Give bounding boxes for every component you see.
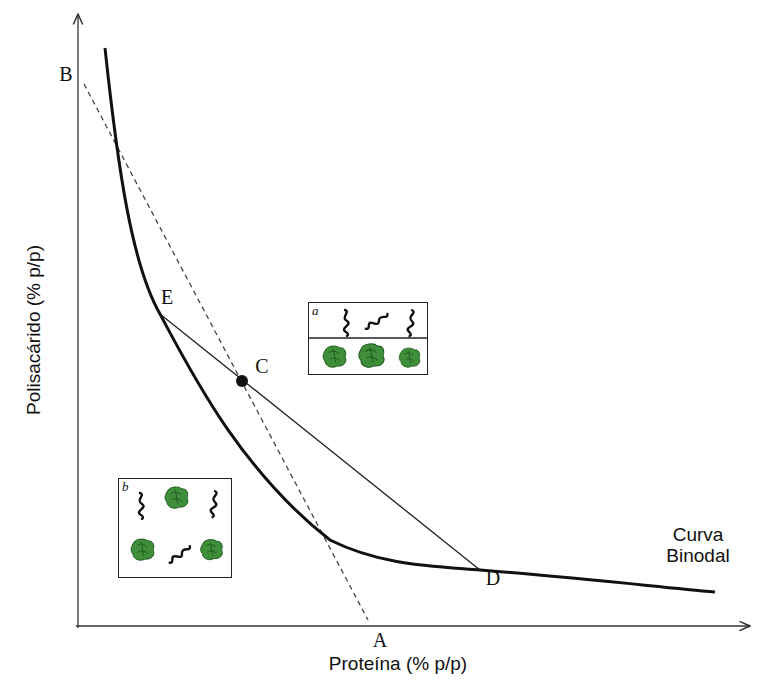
composition-point — [236, 375, 248, 387]
point-letter: E — [161, 286, 173, 308]
inset-letter: b — [122, 480, 129, 493]
point-letter: C — [255, 355, 268, 377]
phase-inset-box: b — [118, 478, 232, 578]
binodal-curve — [105, 48, 715, 592]
axis-title: Polisacárido (% p/p) — [24, 245, 45, 415]
curve-label: Curva Binodal — [658, 525, 738, 567]
phase-inset-box: a — [308, 302, 428, 375]
dilution-line — [84, 84, 368, 620]
two-phase-inset — [308, 310, 428, 367]
point-letter: D — [486, 567, 500, 589]
inset-letter: a — [312, 304, 319, 317]
x-axis — [76, 625, 750, 626]
y-axis — [77, 14, 78, 628]
point-letter: A — [373, 629, 387, 651]
axis-title: Proteína (% p/p) — [329, 654, 467, 675]
one-phase-inset — [131, 487, 222, 564]
point-letter: B — [59, 63, 72, 85]
